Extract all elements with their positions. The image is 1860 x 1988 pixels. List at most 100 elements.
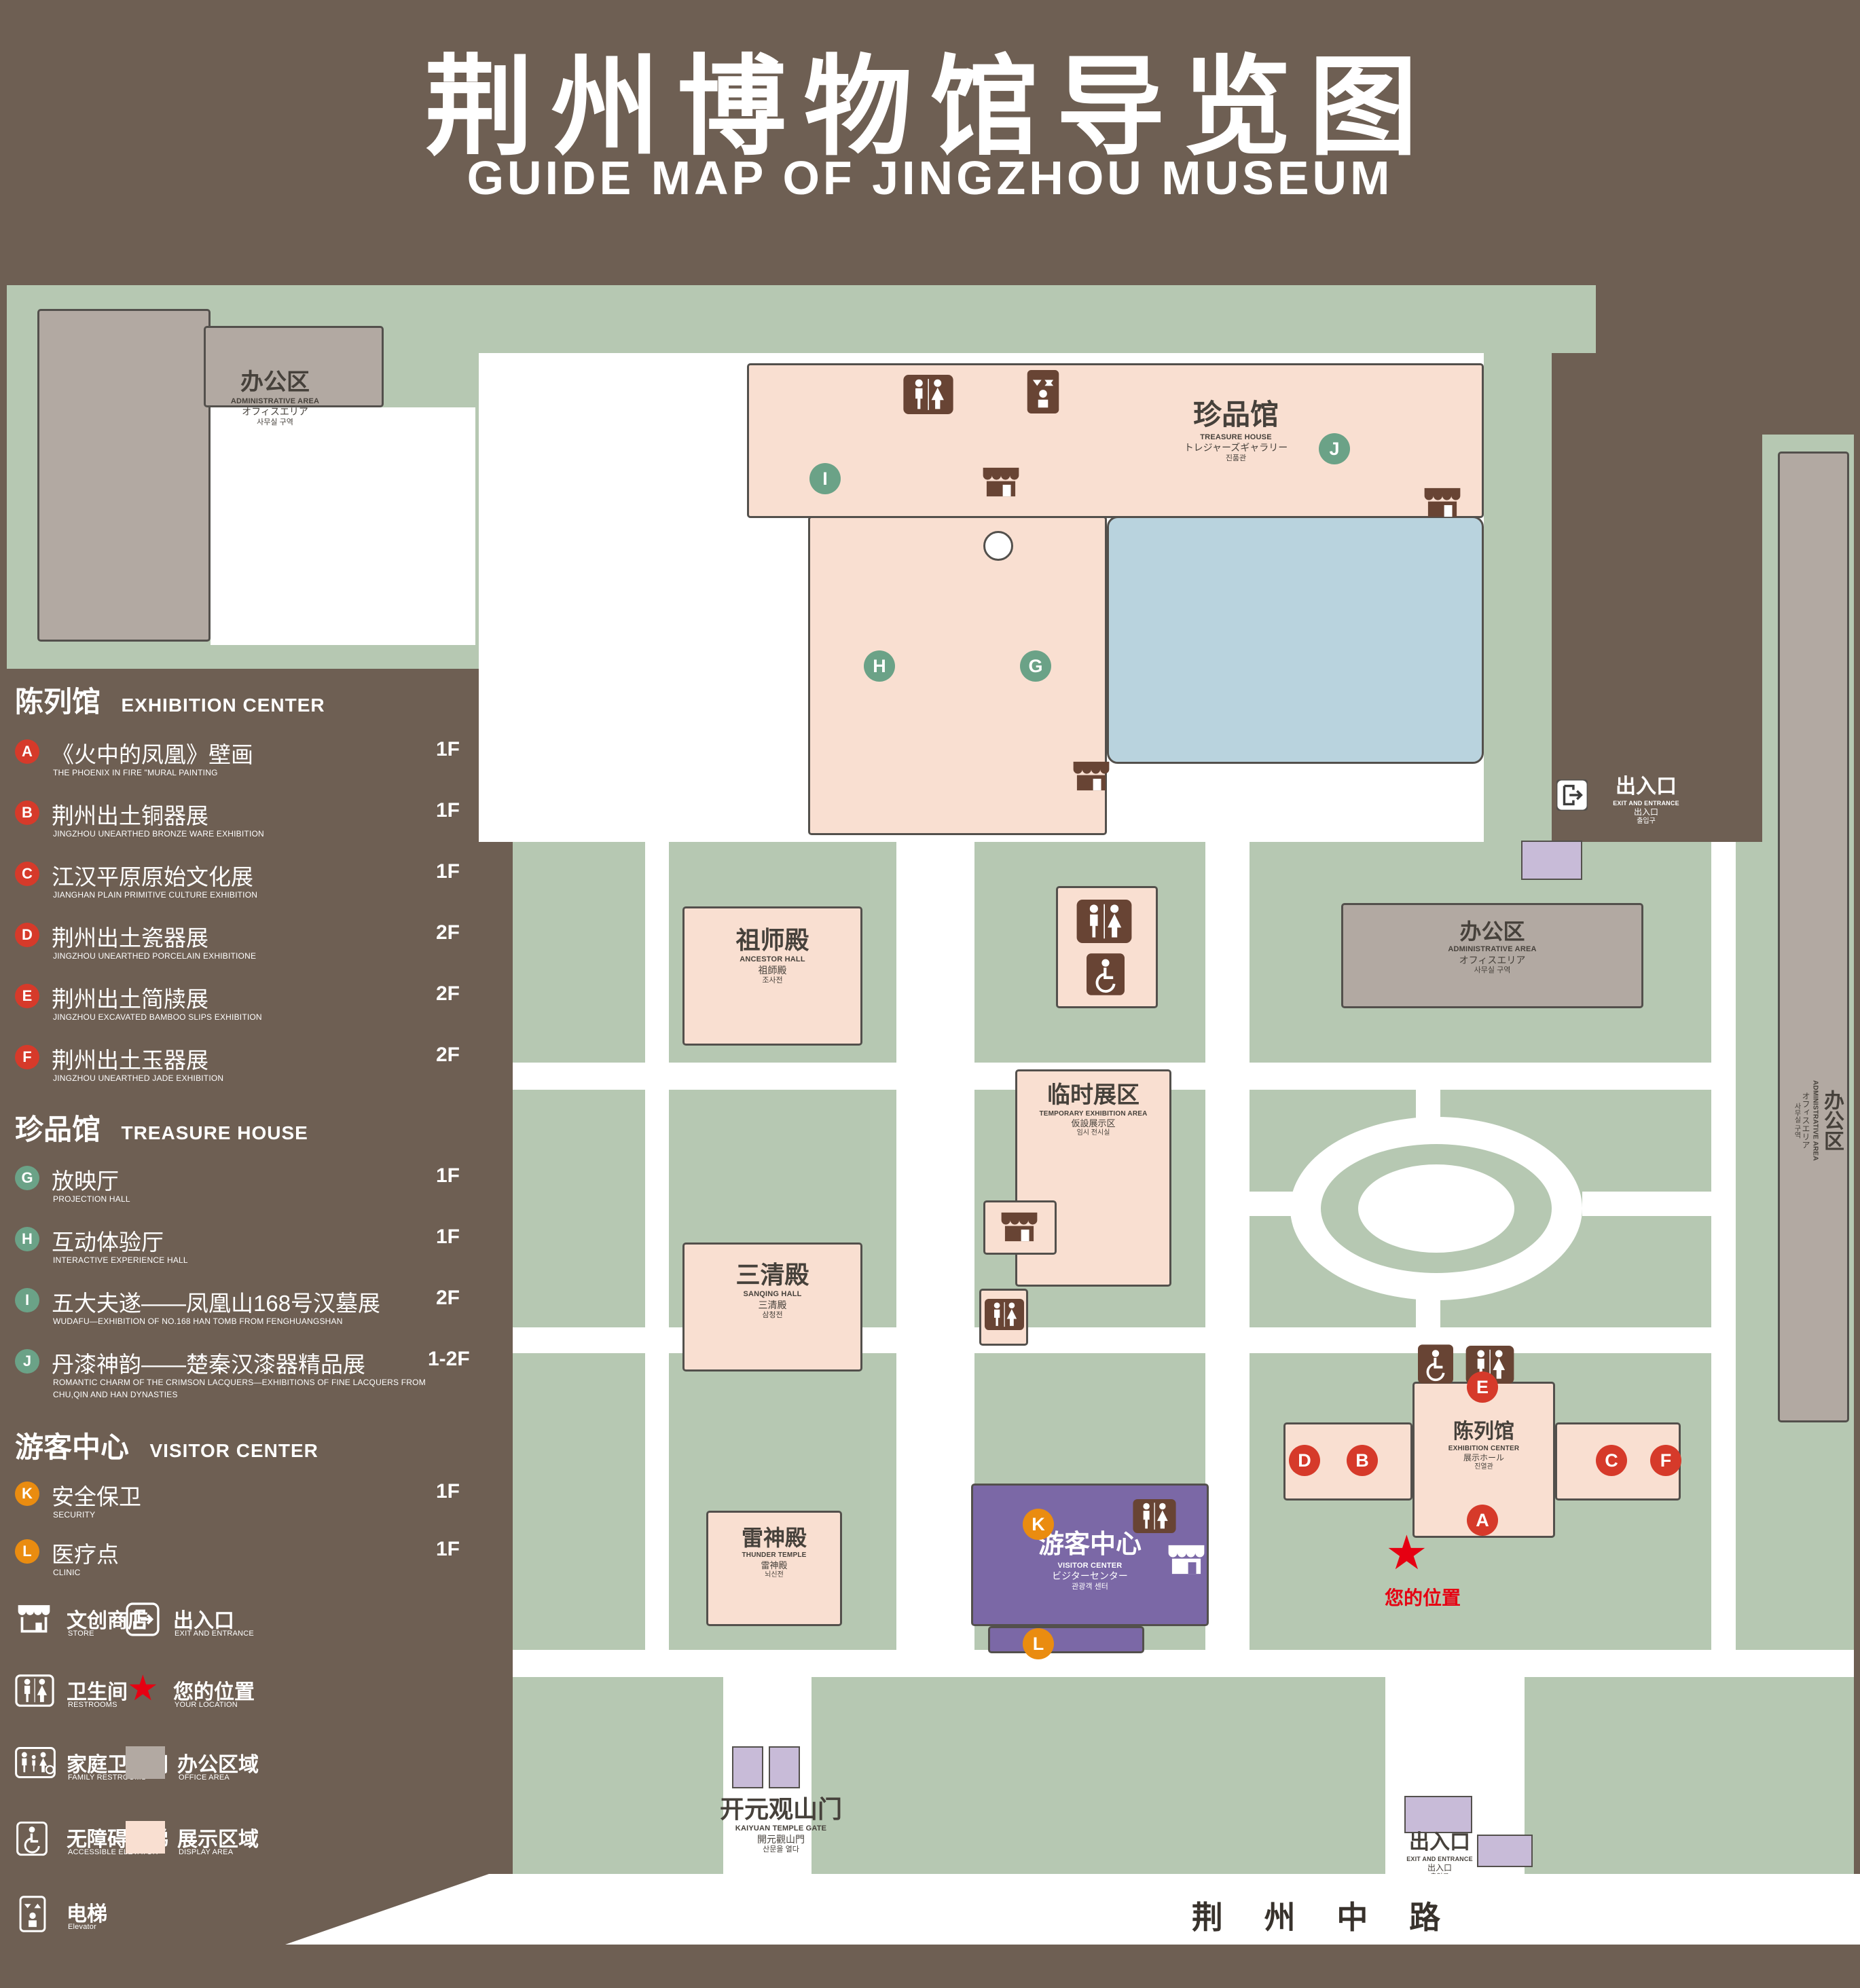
building-label-ja: 仮設展示区: [1071, 1118, 1116, 1128]
item-label-zh: 荆州出土铜器展: [52, 803, 208, 828]
thunder-temple-label: 雷神殿 THUNDER TEMPLE 雷神殿 뇌신전: [706, 1524, 842, 1579]
section-title-en: TREASURE HOUSE: [121, 1122, 308, 1143]
entrance-pad: [1521, 841, 1582, 880]
item-label-zh: 荆州出土瓷器展: [52, 925, 208, 951]
building-label-zh: 雷神殿: [741, 1526, 807, 1550]
legend-item-F: F 荆州出土玉器展 JINGZHOU UNEARTHED JADE EXHIBI…: [15, 1042, 497, 1102]
path-main-axis: [896, 842, 974, 1677]
item-label-zh: 放映厅: [52, 1168, 119, 1194]
legend-symbol-family-restrooms: 家庭卫生间 FAMILY RESTROOMS: [15, 1746, 168, 1807]
legend-item-J: J 丹漆神韵——楚秦汉漆器精品展 ROMANTIC CHARM OF THE C…: [15, 1346, 497, 1421]
symbol-label-en: OFFICE AREA: [179, 1773, 230, 1782]
building-label-zh: 办公区: [1459, 919, 1525, 944]
item-marker: B: [15, 800, 39, 825]
road: [285, 1874, 1860, 1945]
building-label-zh: 三清殿: [735, 1261, 809, 1289]
admin-nw-building: [37, 309, 211, 642]
symbol-label-en: Elevator: [68, 1923, 96, 1931]
legend-item-C: C 江汉平原原始文化展 JIANGHAN PLAIN PRIMITIVE CUL…: [15, 859, 497, 919]
section-title-zh: 陈列馆: [15, 686, 101, 718]
map-marker-C: C: [1596, 1445, 1627, 1476]
item-label-zh: 荆州出土简牍展: [52, 987, 208, 1012]
legend-item-I: I 五大夫遂——凤凰山168号汉墓展 WUDAFU—EXHIBITION OF …: [15, 1285, 497, 1345]
restroom-icon: [1133, 1499, 1176, 1533]
map-marker-G: G: [1020, 650, 1051, 682]
item-label-en: WUDAFU—EXHIBITION OF NO.168 HAN TOMB FRO…: [53, 1317, 343, 1326]
path: [1711, 842, 1736, 1677]
map-marker-L: L: [1023, 1628, 1054, 1659]
item-marker: L: [15, 1539, 39, 1564]
item-marker: C: [15, 862, 39, 886]
item-floor: 1F: [436, 799, 460, 822]
location-star-icon: ★: [1385, 1526, 1428, 1579]
round-terrace: [983, 531, 1013, 561]
symbol-label-zh: 卫生间: [67, 1681, 128, 1704]
item-label-en: CLINIC: [53, 1568, 81, 1577]
exit-label-ko: 출입구: [1637, 817, 1656, 825]
garden-path-stub: [1582, 1192, 1711, 1216]
symbol-label-en: RESTROOMS: [68, 1701, 117, 1709]
symbol-label-en: DISPLAY AREA: [179, 1848, 234, 1856]
legend-item-K: K 安全保卫 SECURITY 1F: [15, 1479, 497, 1539]
symbol-label-zh: 办公区域: [177, 1754, 259, 1776]
legend-item-D: D 荆州出土瓷器展 JINGZHOU UNEARTHED PORCELAIN E…: [15, 920, 497, 980]
symbol-label-zh: 出入口: [173, 1610, 234, 1632]
legend-symbol-your-location: ★ 您的位置 YOUR LOCATION: [126, 1671, 261, 1735]
building-label-ja: ビジターセンター: [1052, 1570, 1128, 1582]
item-marker: E: [15, 984, 39, 1008]
item-label-en: JINGZHOU UNEARTHED PORCELAIN EXHIBITIONE: [53, 951, 257, 961]
visitor-center-building-lower: [988, 1626, 1144, 1653]
building-label-ko: 진품관: [1225, 454, 1247, 462]
store-icon: [18, 1605, 50, 1633]
legend-symbol-exit: 出入口 EXIT AND ENTRANCE: [126, 1602, 261, 1663]
gate-label-zh: 开元观山门: [719, 1795, 842, 1823]
item-marker: D: [15, 923, 39, 947]
building-label-ko: 사무실 구역: [257, 418, 293, 426]
item-marker: H: [15, 1227, 39, 1251]
restroom-icon: [985, 1299, 1024, 1330]
item-floor: 1F: [436, 1538, 460, 1560]
building-label-ja: 祖師殿: [758, 964, 787, 976]
exit-label-zh: 出入口: [1616, 775, 1677, 798]
building-label-ja: オフィスエリア: [1801, 1092, 1810, 1149]
item-floor: 1F: [436, 738, 460, 760]
family-restroom-icon: [15, 1747, 56, 1778]
gate-label-en: KAIYUAN TEMPLE GATE: [735, 1824, 827, 1833]
thunder-temple-building: [706, 1511, 842, 1626]
item-label-en: THE PHOENIX IN FIRE "MURAL PAINTING: [53, 768, 218, 777]
building-label-ko: 조사전: [762, 976, 783, 985]
page-title: 荆州博物馆导览图: [424, 46, 1436, 168]
map-marker-H: H: [864, 650, 895, 682]
restroom-icon: [15, 1674, 54, 1707]
ancestor-hall-label: 祖师殿 ANCESTOR HALL 祖師殿 조사전: [682, 925, 862, 986]
item-label-en: JIANGHAN PLAIN PRIMITIVE CULTURE EXHIBIT…: [53, 890, 258, 900]
legend-symbol-restrooms: 卫生间 RESTROOMS: [15, 1674, 128, 1735]
item-floor: 1F: [436, 860, 460, 883]
building-label-ko: 진열관: [1474, 1463, 1493, 1471]
symbol-label-en: YOUR LOCATION: [175, 1701, 238, 1709]
building-label-ko: 사무실 구역: [1793, 1102, 1800, 1139]
legend-item-A: A 《火中的凤凰》壁画 THE PHOENIX IN FIRE "MURAL P…: [15, 737, 497, 796]
item-marker: I: [15, 1288, 39, 1312]
section-title-en: VISITOR CENTER: [149, 1440, 318, 1461]
legend-section-exhibition-center: 陈列馆 EXHIBITION CENTER: [15, 679, 504, 720]
item-label-en: JINGZHOU UNEARTHED JADE EXHIBITION: [53, 1073, 224, 1083]
pond: [1107, 516, 1484, 764]
building-label-en: VISITOR CENTER: [1057, 1561, 1123, 1570]
exit-label-ja: 出入口: [1633, 807, 1658, 817]
sanqing-hall-building: [682, 1242, 862, 1372]
exit-bottom-label: 出入口 EXIT AND ENTRANCE 出入口 출입구: [1385, 1830, 1494, 1881]
accessible-elevator-icon: [1087, 953, 1125, 995]
office-area-swatch: [126, 1746, 165, 1779]
item-marker: G: [15, 1166, 39, 1190]
exit-icon: [1556, 779, 1588, 811]
admin-east-label: 办公区 ADMINISTRATIVE AREA オフィスエリア 사무실 구역: [1341, 918, 1643, 976]
kaiyuan-gate-label: 开元观山门 KAIYUAN TEMPLE GATE 開元觀山門 산문을 열다: [682, 1794, 879, 1855]
store-icon: [1424, 487, 1461, 517]
admin-far-right-building: [1778, 452, 1849, 1422]
item-label-zh: 安全保卫: [52, 1484, 141, 1509]
building-label-en: TREASURE HOUSE: [1200, 432, 1272, 441]
legend-item-H: H 互动体验厅 INTERACTIVE EXPERIENCE HALL 1F: [15, 1224, 497, 1284]
symbol-label-zh: 电梯: [67, 1903, 107, 1926]
temporary-exhibition-label: 临时展区 TEMPORARY EXHIBITION AREA 仮設展示区 임시 …: [1015, 1081, 1171, 1138]
